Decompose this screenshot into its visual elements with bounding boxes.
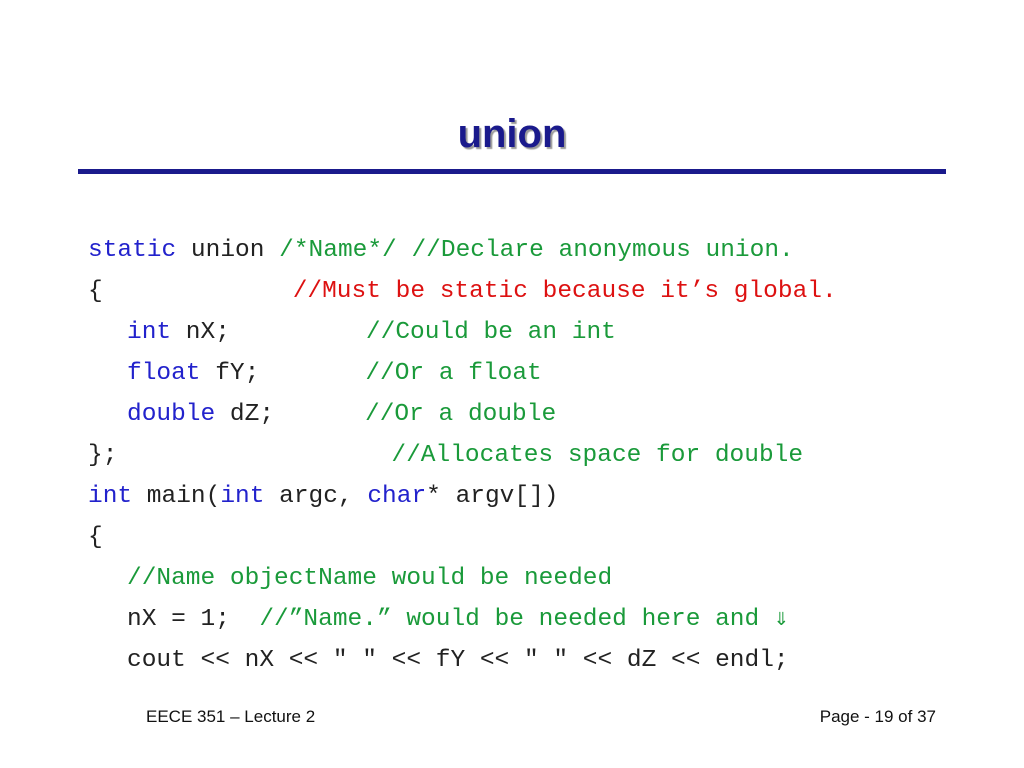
code-line: //Name objectName would be needed xyxy=(88,558,837,599)
down-double-arrow-icon: ⇓ xyxy=(773,606,789,633)
footer-page-number: Page - 19 of 37 xyxy=(819,707,936,726)
code-comment: //”Name.” would be needed here and xyxy=(259,606,774,633)
code-line: double dZ; //Or a double xyxy=(88,394,837,435)
code-line: nX = 1; //”Name.” would be needed here a… xyxy=(88,599,837,640)
code-line: static union /*Name*/ //Declare anonymou… xyxy=(88,230,837,271)
code-keyword: char xyxy=(367,483,427,510)
code-block: static union /*Name*/ //Declare anonymou… xyxy=(88,230,837,681)
footer-course: EECE 351 – Lecture 2 xyxy=(146,707,316,726)
code-line: { xyxy=(88,517,837,558)
code-keyword: double xyxy=(127,401,216,428)
code-keyword: static xyxy=(88,237,177,264)
code-comment: //Or a double xyxy=(365,401,557,428)
code-comment: //Or a float xyxy=(365,360,542,387)
code-line: int nX; //Could be an int xyxy=(88,312,837,353)
code-comment: //Name objectName would be needed xyxy=(127,565,613,592)
code-comment: //Allocates space for double xyxy=(391,442,804,469)
slide-title: union xyxy=(457,112,567,156)
code-keyword: int xyxy=(220,483,265,510)
code-line: float fY; //Or a float xyxy=(88,353,837,394)
code-text: cout << nX << " " << fY << " " << dZ << … xyxy=(127,647,789,674)
code-text: dZ; xyxy=(215,401,275,428)
code-text: argc, xyxy=(264,483,368,510)
code-text: main( xyxy=(132,483,221,510)
code-text: nX; xyxy=(171,319,230,346)
code-text: nX = 1; xyxy=(127,606,260,633)
code-line: }; //Allocates space for double xyxy=(88,435,837,476)
code-keyword: int xyxy=(88,483,133,510)
code-comment: /*Name*/ //Declare anonymous union. xyxy=(279,237,794,264)
code-text: }; xyxy=(88,442,118,469)
code-text: { xyxy=(88,278,103,305)
code-line: int main(int argc, char* argv[]) xyxy=(88,476,837,517)
code-line: cout << nX << " " << fY << " " << dZ << … xyxy=(88,640,837,681)
code-text: union xyxy=(176,237,280,264)
code-text: { xyxy=(88,524,103,551)
code-keyword: int xyxy=(127,319,172,346)
code-text: fY; xyxy=(200,360,260,387)
code-comment: //Could be an int xyxy=(365,319,616,346)
title-underline xyxy=(78,169,946,174)
code-line: { //Must be static because it’s global. xyxy=(88,271,837,312)
code-keyword: float xyxy=(127,360,201,387)
code-comment-alert: //Must be static because it’s global. xyxy=(292,278,837,305)
code-text: * argv[]) xyxy=(426,483,559,510)
